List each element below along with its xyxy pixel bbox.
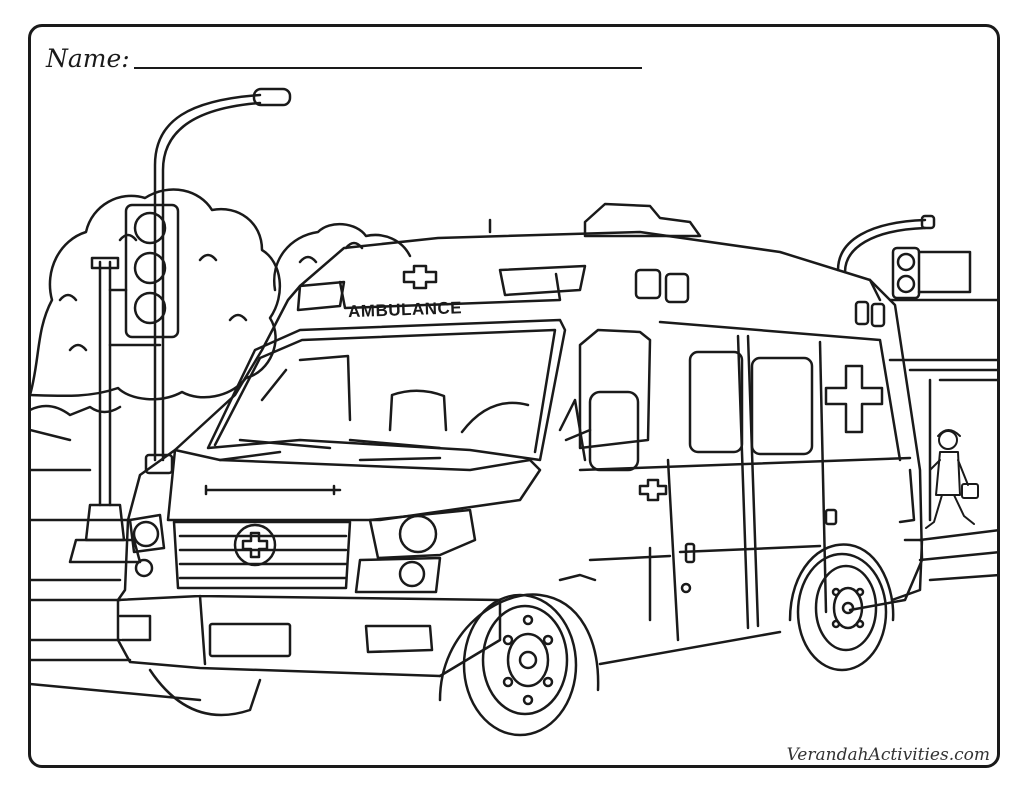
- rear-wheel: [788, 543, 895, 672]
- page-border: [28, 24, 1000, 768]
- pedestrian-figure: [925, 429, 979, 529]
- ambulance-roof-label: AMBULANCE: [348, 298, 463, 321]
- ambulance: [116, 202, 924, 737]
- building-right: [888, 298, 998, 532]
- name-write-line[interactable]: [133, 67, 642, 69]
- street-lamp-right: [836, 214, 972, 300]
- tree-left: [30, 188, 282, 472]
- road-markings: [30, 518, 998, 702]
- front-wheel: [438, 593, 600, 737]
- site-credit: VerandahActivities.com: [786, 745, 990, 765]
- street-lamp-left: [144, 87, 292, 475]
- tree-middle: [272, 223, 412, 292]
- traffic-light-left: [68, 203, 180, 564]
- name-field: Name:: [46, 44, 642, 74]
- name-label: Name:: [46, 44, 130, 73]
